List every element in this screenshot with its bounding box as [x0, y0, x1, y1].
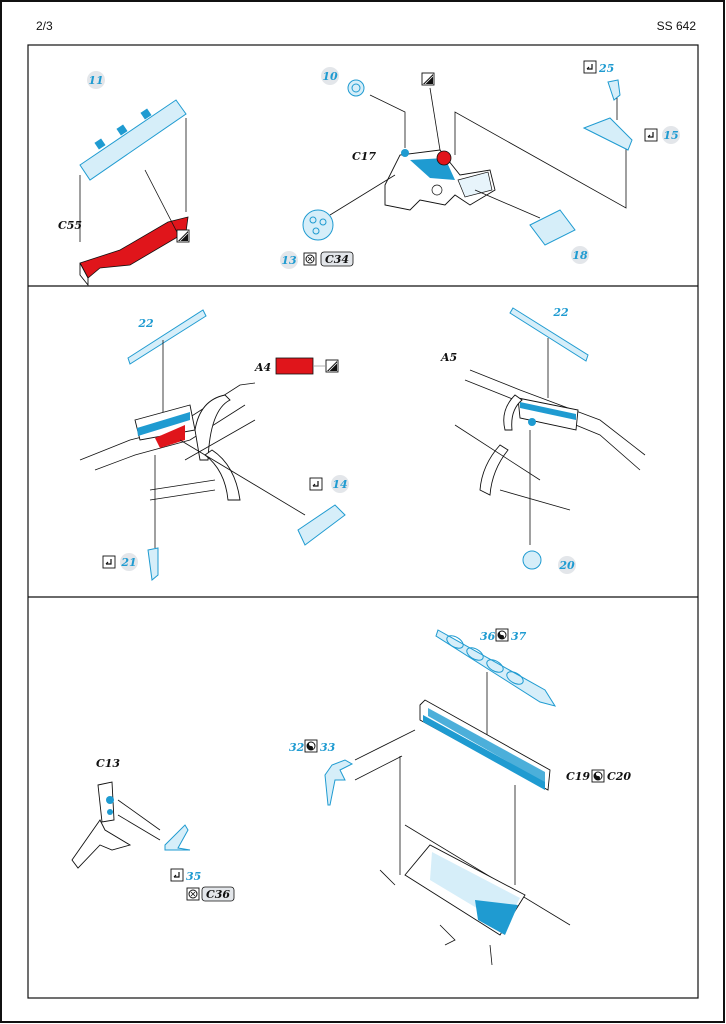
step-1-panel: 11 C55 C17 10 13 C34 25: [58, 60, 680, 287]
etched-part-32-33: [324, 759, 354, 806]
paint-shade-icon: [325, 359, 339, 373]
etched-strip-22-left: [127, 309, 207, 365]
etched-panel-11: [79, 99, 187, 181]
part-label-11: 11: [88, 74, 103, 87]
step-3-panel: 36 37 C19 C20 32 33 C13 35: [71, 628, 631, 966]
part-label-18: 18: [572, 249, 588, 262]
left-right-icon: [304, 739, 318, 753]
fold-check-icon: [309, 477, 323, 491]
etched-part-35: [164, 824, 191, 851]
etched-part-14: [297, 504, 346, 546]
part-label-10: 10: [322, 70, 338, 83]
etched-part-21: [147, 547, 159, 581]
part-label-36: 36: [480, 630, 496, 643]
part-label-c20: C20: [607, 770, 631, 783]
fold-check-icon: [644, 128, 658, 142]
remove-part-icon: [186, 887, 200, 901]
part-label-13: 13: [281, 254, 297, 267]
part-label-21: 21: [120, 556, 136, 569]
left-right-icon: [495, 628, 509, 642]
part-label-32: 32: [289, 741, 305, 754]
frame: [27, 44, 699, 999]
color-swatch-red: [275, 357, 314, 375]
part-label-c55: C55: [58, 219, 82, 232]
part-label-c17: C17: [352, 150, 376, 163]
part-label-a4: A4: [254, 361, 271, 374]
part-label-14: 14: [332, 478, 347, 491]
part-label-22: 22: [552, 306, 569, 319]
paint-shade-icon: [421, 72, 435, 86]
etched-disc-20: [522, 550, 542, 570]
part-label-33: 33: [320, 741, 336, 754]
left-right-icon: [591, 769, 605, 783]
etched-part-36-37: [435, 629, 557, 707]
part-label-22: 22: [137, 317, 154, 330]
page-number: 2/3: [36, 19, 53, 33]
part-label-25: 25: [598, 62, 614, 75]
fold-check-icon: [170, 868, 184, 882]
part-label-37: 37: [511, 630, 527, 643]
part-label-a5: A5: [440, 351, 457, 364]
remove-part-icon: [303, 252, 317, 266]
part-label-c34: C34: [325, 253, 349, 266]
fold-check-icon: [102, 555, 116, 569]
part-label-15: 15: [663, 129, 678, 142]
paint-shade-icon: [176, 229, 190, 243]
etched-part-18: [529, 209, 576, 246]
part-label-c19: C19: [566, 770, 590, 783]
etched-strip-22-right: [509, 307, 589, 362]
part-label-20: 20: [558, 559, 575, 572]
part-c55: [79, 216, 189, 279]
etched-part-15: [582, 117, 633, 151]
fold-check-icon: [583, 60, 597, 74]
set-code: SS 642: [657, 19, 697, 33]
part-label-c36: C36: [206, 888, 230, 901]
part-label-c13: C13: [96, 757, 120, 770]
etched-disc-13: [302, 209, 334, 241]
step-2-panel: 22 A4 14 21 22 A5: [79, 306, 646, 581]
part-label-35: 35: [186, 870, 201, 883]
